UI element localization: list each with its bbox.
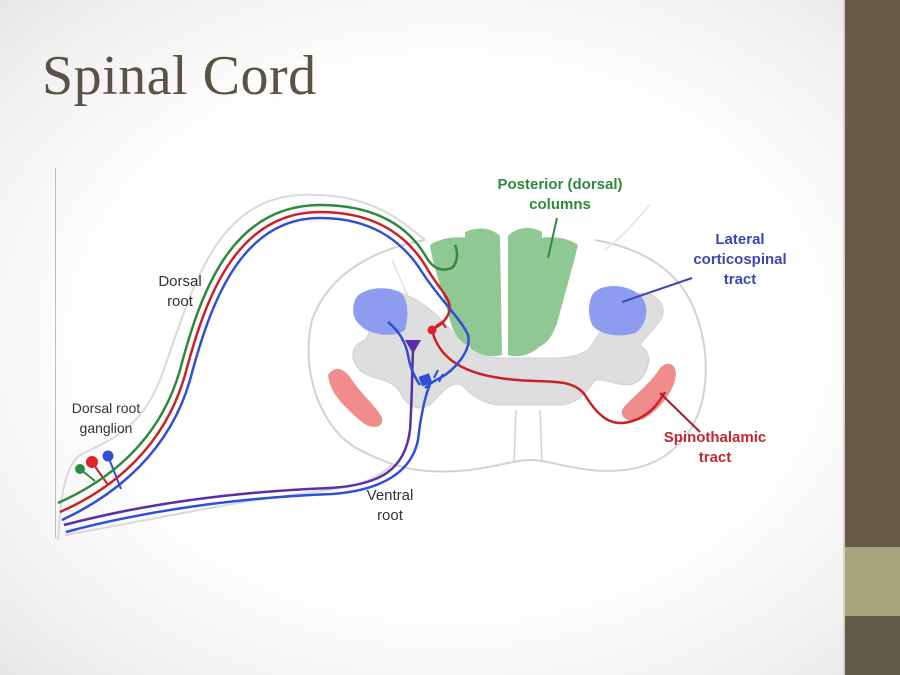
ventral-fissure [513,409,543,463]
label-corticospinal-line3: tract [723,271,757,288]
sidebar-accent-block [845,547,900,616]
posterior-column-left-outer [430,237,478,350]
spinothalamic-tract-left [328,368,383,427]
label-dorsal-root-line1: Dorsal [158,273,202,290]
label-spinothalamic-line1: Spinothalamic [663,429,767,446]
motor-neuron-cell-body-icon [418,373,433,387]
label-posterior-columns-line1: Posterior (dorsal) [497,176,623,193]
lower-motor-neuron-fiber [65,384,432,534]
nerve-sheath-outline [57,193,426,541]
ganglion-neuron-blue-icon [102,450,114,462]
upper-motor-neuron-fiber [63,349,415,527]
posterior-column-right-inner [508,227,542,357]
corticospinal-tract-right [589,286,647,336]
label-ventral-root: Ventral root [350,486,430,526]
corticospinal-leader [621,277,693,303]
label-ventral-root-line1: Ventral [366,487,414,504]
label-posterior-columns-line2: columns [529,196,591,213]
reflex-synapse-icon [433,369,444,383]
label-ganglion-line2: ganglion [79,420,133,436]
label-dorsal-root-line2: root [167,293,193,310]
label-posterior-columns: Posterior (dorsal) columns [470,175,650,215]
spinothalamic-tract-right [621,363,676,421]
label-corticospinal-line1: Lateral [715,231,765,248]
ganglion-neuron-red-icon [86,456,98,468]
sidebar-lower-block [845,616,900,675]
spinothalamic-pathway-fiber [59,210,667,514]
label-dorsal-root: Dorsal root [140,272,220,312]
posterior-columns-leader [547,217,558,259]
posterior-column-right-outer [532,237,578,350]
ganglion-neuron-blue-axon [107,455,122,490]
slide-title: Spinal Cord [42,45,317,107]
label-lateral-corticospinal-tract: Lateral corticospinal tract [680,230,800,290]
label-ganglion-line1: Dorsal root [71,400,141,416]
spinothalamic-leader [659,392,701,433]
spinothalamic-synapse-icon [435,320,447,329]
posterior-column-left-inner [465,228,502,357]
label-dorsal-root-ganglion: Dorsal root ganglion [56,398,156,438]
corticospinal-tract-left [353,288,408,335]
label-ventral-root-line2: root [377,507,403,524]
dorsal-column-pathway-fiber [57,203,459,505]
label-spinothalamic-tract: Spinothalamic tract [645,428,785,468]
label-spinothalamic-line2: tract [698,449,732,466]
spinothalamic-interneuron-icon [427,325,437,335]
corticospinal-descending-fiber [387,321,422,386]
figure-border-line [55,168,56,538]
label-corticospinal-line2: corticospinal [693,251,787,268]
upper-motor-neuron-terminal-icon [405,340,421,354]
ganglion-neuron-green-icon [75,464,85,474]
motor-reflex-fiber [61,216,470,522]
